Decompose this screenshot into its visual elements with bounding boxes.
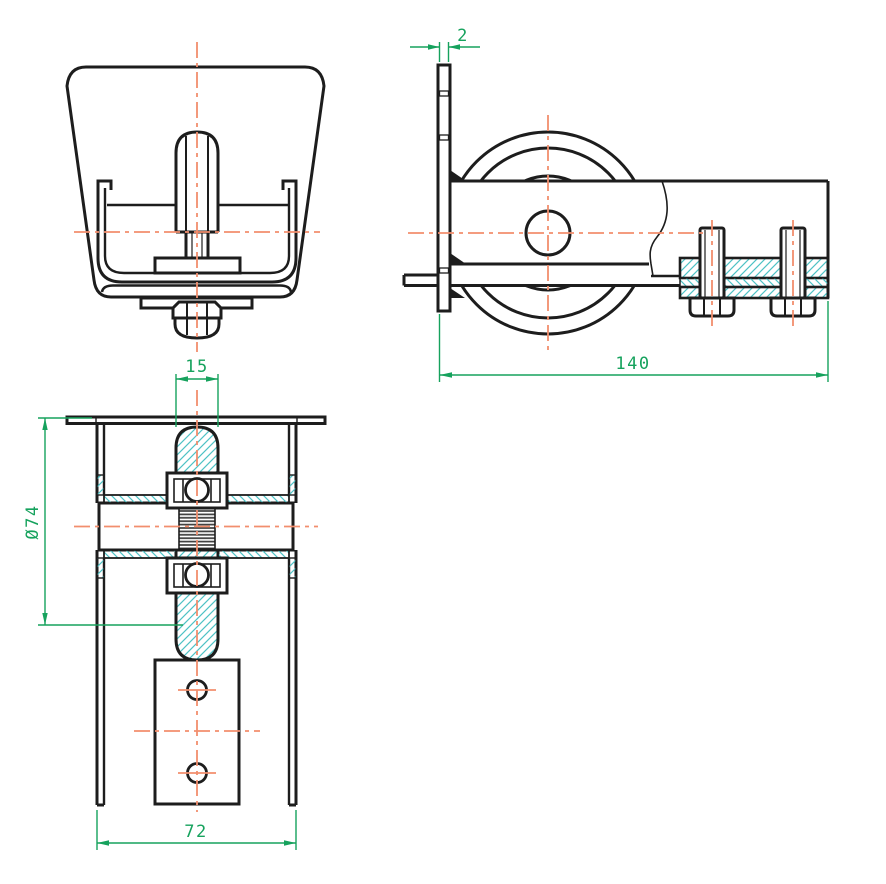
wall-plate-slot [438,134,450,141]
front-view-centerlines [74,42,320,352]
dim-text-axle-width: 15 [185,357,208,377]
web-plate-section [103,549,177,559]
dim-text-wheel-diameter: Ø74 [23,504,43,539]
extension-lines [438,42,450,62]
extension-lines [175,374,219,427]
dimension-bracket-width: 72 [96,810,297,850]
wall-hatch-section [96,474,105,496]
acorn-nut-faces [186,303,208,335]
wall-plate-slot [438,90,450,97]
mount-strip-left-tab [402,273,438,287]
clamp-bolt-thread [785,230,801,298]
arrowhead [206,376,218,382]
arm-break-line [649,180,668,277]
plate-wall-ticks [95,417,298,424]
arrowhead [284,840,296,846]
axle-rod [184,232,210,258]
web-plate-section [226,494,290,504]
wall-hatch-section [288,557,297,579]
weld-fillet [450,253,466,264]
wall-hatch-section [96,557,105,579]
dimension-axle-width: 15 [175,357,219,427]
dimension-wheel-diameter: Ø74 [23,417,183,626]
arrowhead [448,44,460,50]
extension-lines [38,417,183,626]
wall-plate-slot [438,267,450,274]
bearing-race-lines [182,564,212,587]
dim-text-plate-thickness: 2 [457,26,469,46]
axle-rod-threads [191,232,203,258]
acorn-nut-hex [171,300,223,320]
outer-cover-profile [65,65,326,299]
clamp-nut-faces [784,298,802,316]
web-plate-section [103,494,168,504]
section-view [65,415,327,807]
arrowhead [42,418,48,430]
arrowhead [816,372,828,378]
clamp-nut-faces [703,298,721,316]
arrowhead [42,613,48,625]
extension-lines [438,301,829,382]
front-view [65,65,326,340]
wall-hatch-section [288,474,297,496]
dimension-overall-length: 140 [438,301,829,382]
hole-cross [178,689,216,774]
clamp-bolt-thread [704,230,720,298]
wall-plate [436,63,452,313]
web-plate-section [217,549,290,559]
top-mounting-plate [65,415,327,425]
dim-text-bracket-width: 72 [184,822,207,842]
arrowhead [439,372,452,378]
arrowhead [428,44,440,50]
weld-fillet [450,288,465,298]
wheel-flange-circle [461,146,635,320]
clamp-nut [688,296,736,318]
dimension-plate-thickness: 2 [410,26,480,62]
bearing-race-lines [182,479,212,502]
clamp-bottom-block [678,285,830,300]
side-view-centerlines [408,115,794,353]
dim-text-overall-length: 140 [615,354,650,374]
arrowhead [97,840,109,846]
clamp-nut [769,296,817,318]
section-view-centerlines [74,390,318,812]
stem-inner-folds [185,136,209,232]
side-view [402,63,830,336]
arrowhead [176,376,188,382]
